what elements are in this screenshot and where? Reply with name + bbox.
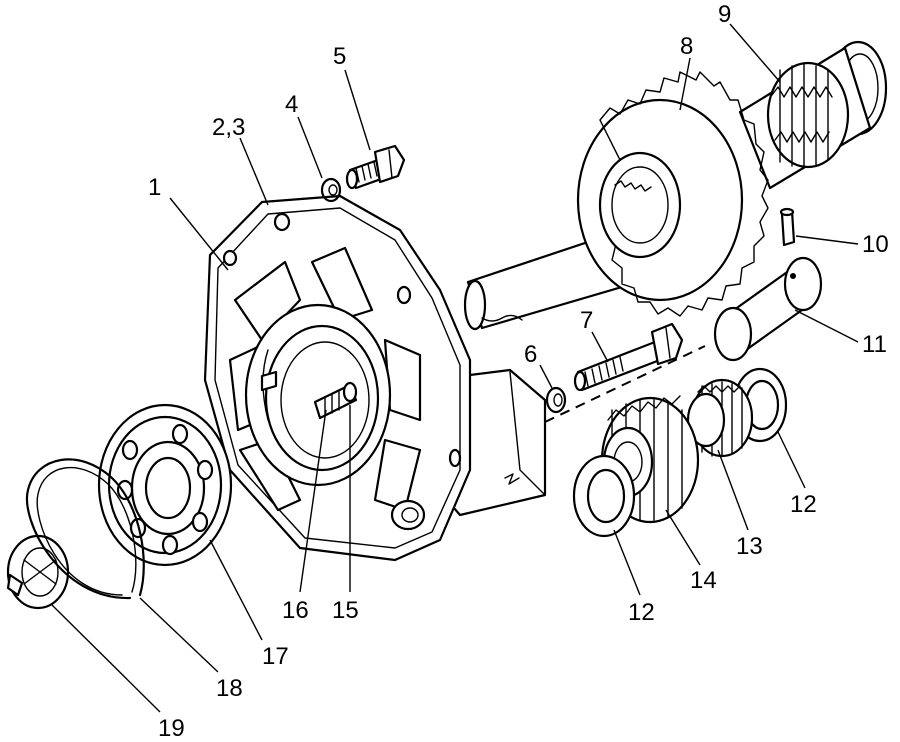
callout-12-left: 12 — [628, 599, 655, 626]
small-gear-13 — [686, 378, 754, 458]
callout-7: 7 — [580, 307, 593, 334]
callout-14: 14 — [690, 567, 717, 594]
callout-9: 9 — [718, 1, 731, 28]
circlip-19 — [6, 534, 70, 610]
callout-4: 4 — [285, 91, 298, 118]
callout-13: 13 — [736, 533, 763, 560]
callout-2-3: 2,3 — [212, 114, 245, 141]
thrust-washer-12-left — [572, 454, 636, 538]
bolt-7 — [573, 322, 684, 392]
e-clip-4 — [320, 177, 342, 203]
snap-ring-18 — [25, 458, 145, 600]
housing-cover-1 — [203, 194, 547, 562]
leader-lines — [51, 23, 859, 713]
e-clip-6 — [545, 386, 567, 414]
callout-10: 10 — [862, 231, 889, 258]
bolt-5 — [345, 144, 406, 190]
callout-labels: 1 2,3 4 5 6 7 8 9 10 11 12 12 13 14 15 1… — [148, 1, 889, 742]
large-gear-8 — [576, 71, 769, 317]
callout-8: 8 — [680, 33, 693, 60]
callout-6: 6 — [524, 341, 537, 368]
callout-19: 19 — [158, 715, 185, 742]
callout-17: 17 — [262, 643, 289, 670]
roll-pin-10 — [779, 207, 796, 247]
callout-16: 16 — [282, 597, 309, 624]
callout-1: 1 — [148, 174, 161, 201]
sleeve-11 — [713, 256, 823, 362]
ball-bearing-17 — [97, 403, 233, 567]
spline-gear-9 — [766, 61, 850, 169]
callout-5: 5 — [333, 43, 346, 70]
assembly-dashed-line — [544, 345, 706, 423]
callout-12-right: 12 — [790, 491, 817, 518]
small-shaft-15-16 — [313, 381, 358, 420]
callout-18: 18 — [216, 675, 243, 702]
callout-11: 11 — [862, 331, 887, 358]
callout-15: 15 — [332, 597, 359, 624]
main-shaft-assembly — [463, 40, 888, 331]
